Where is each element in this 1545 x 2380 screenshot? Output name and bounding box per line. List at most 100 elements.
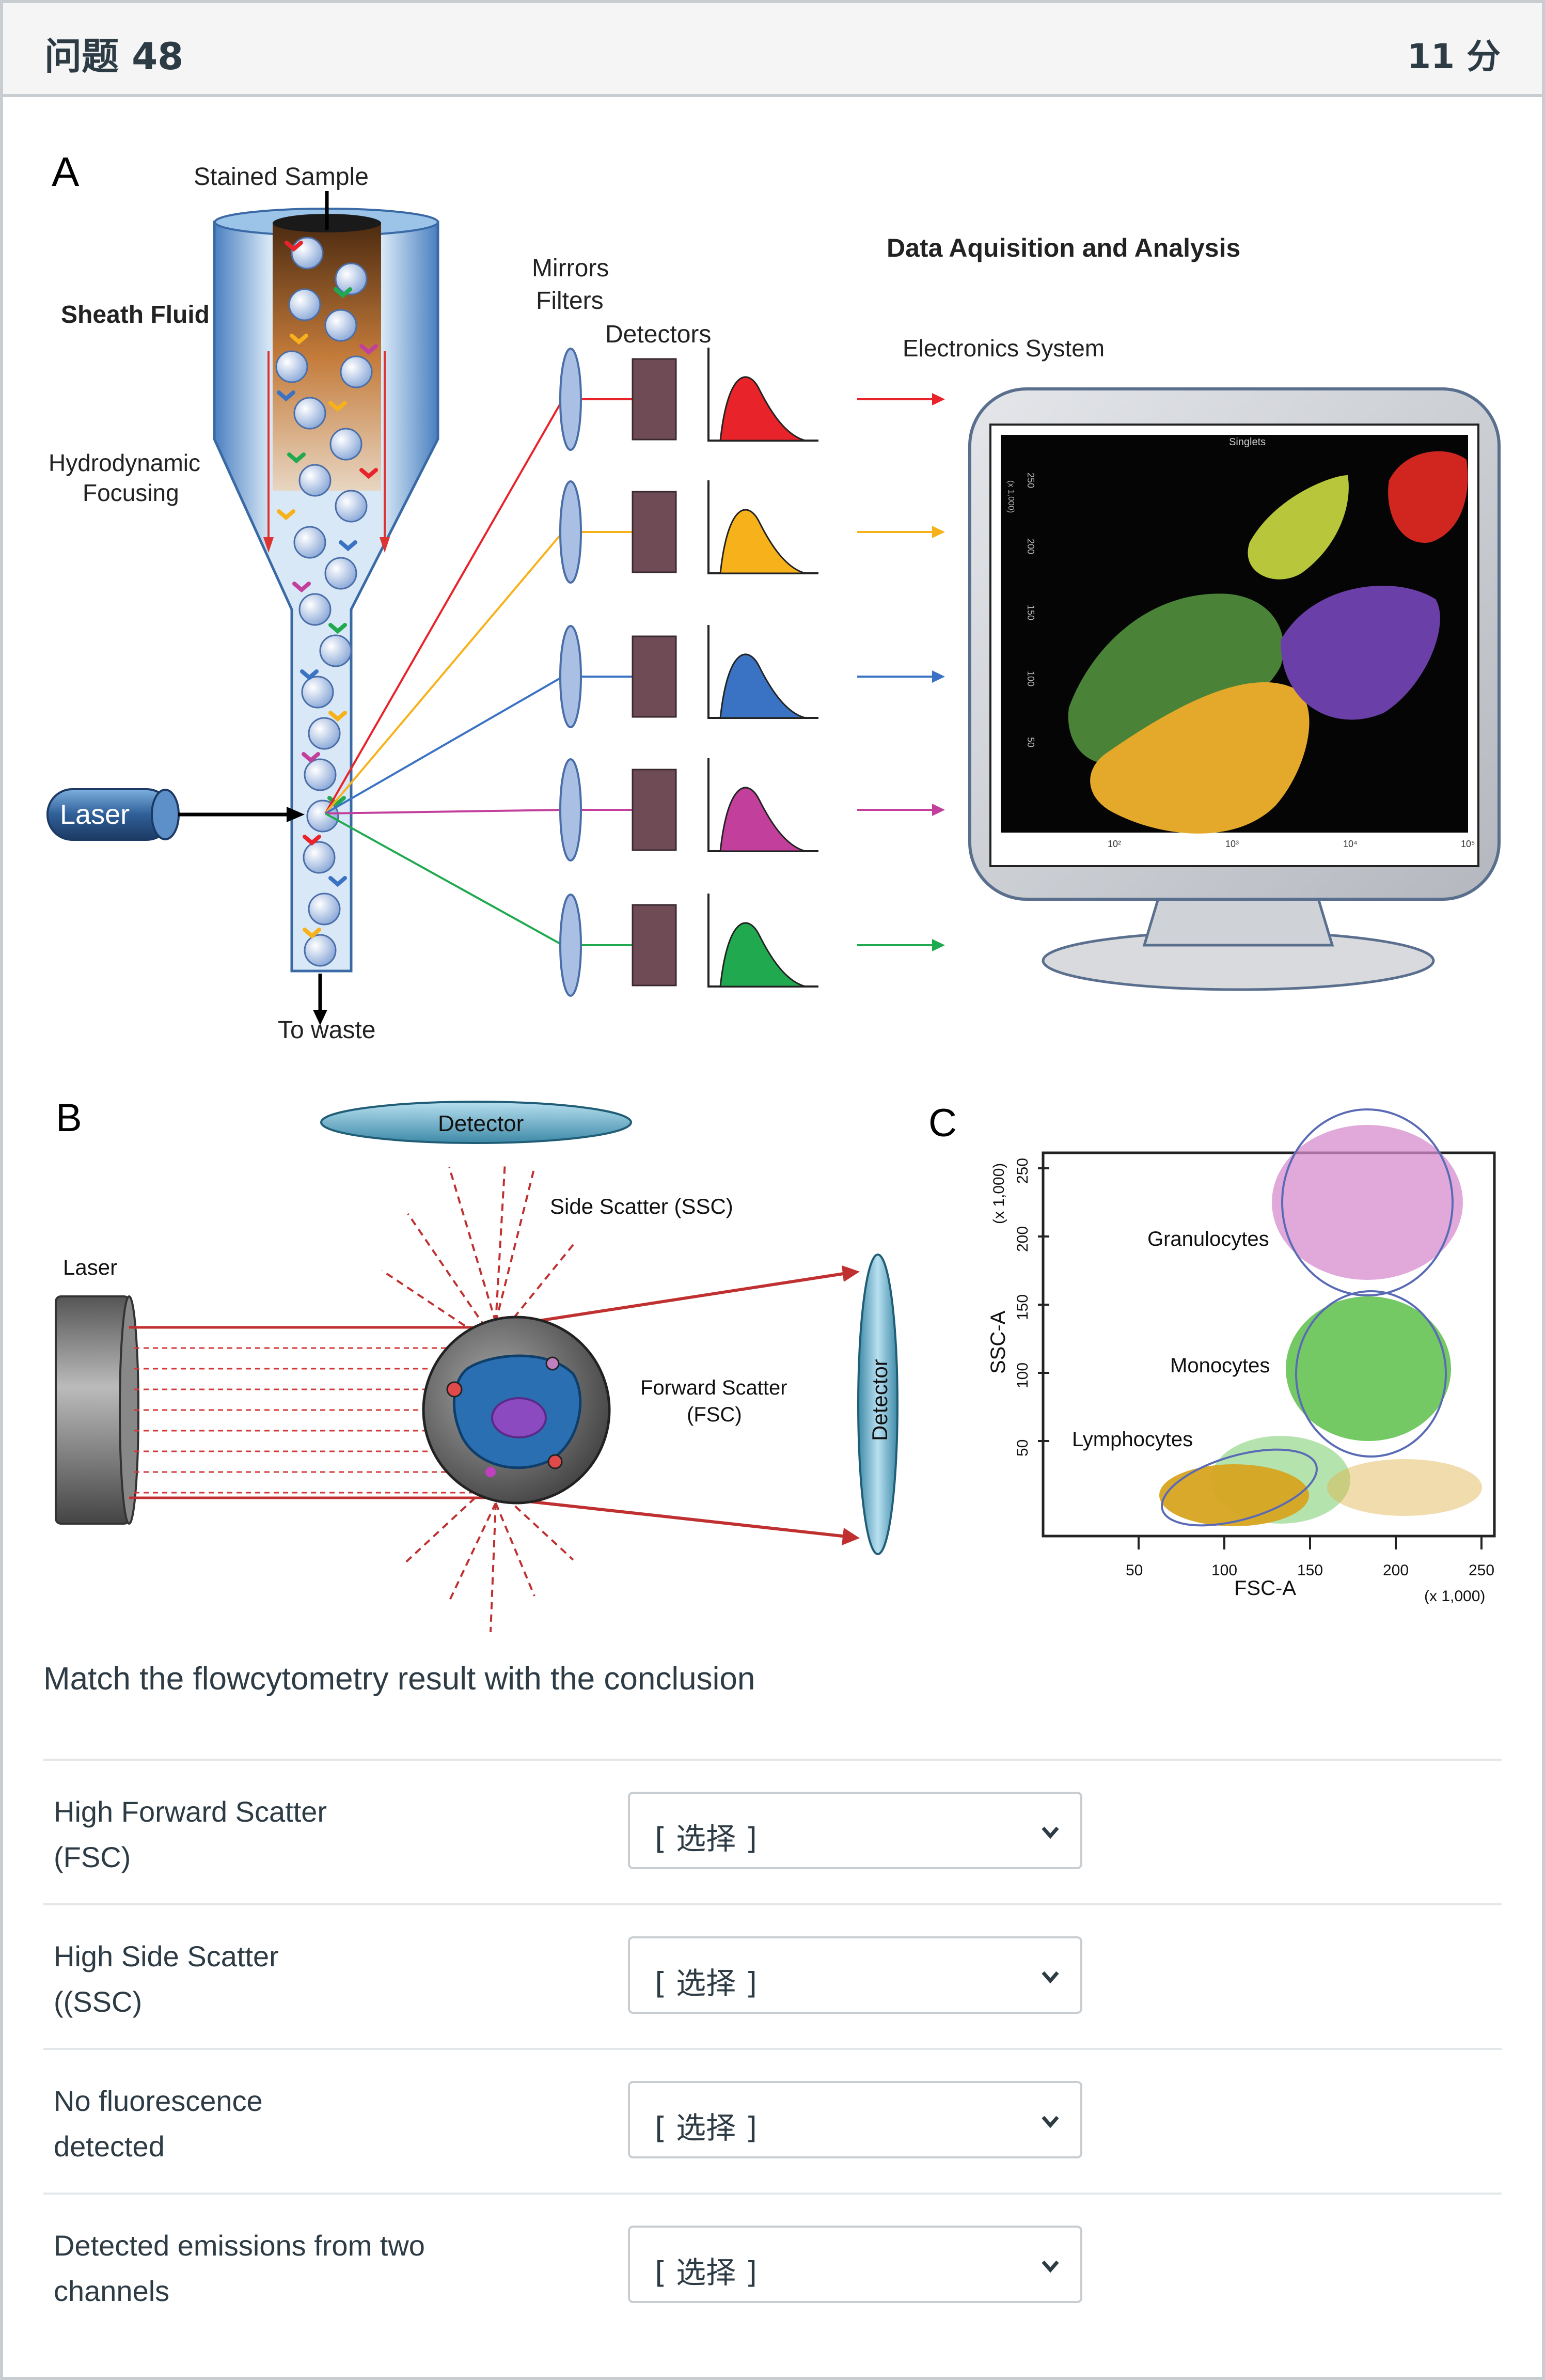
plot-x-tick: 10³ — [1225, 839, 1239, 849]
answer-select[interactable]: [ 选择 ] — [628, 1792, 1082, 1869]
match-label-line1: High Side Scatter — [54, 1940, 279, 1972]
detector-top-label: Detector — [438, 1111, 524, 1136]
cell-diagram — [422, 1316, 611, 1505]
mirror-lens — [559, 758, 582, 862]
laser-source — [46, 788, 305, 841]
y-unit-label: (x 1,000) — [990, 1163, 1007, 1224]
monocytes-label: Monocytes — [1170, 1354, 1270, 1377]
hydrodynamic-label: Hydrodynamic — [49, 449, 200, 476]
mirror-lens — [559, 625, 582, 728]
plot-x-tick: 10² — [1108, 839, 1121, 849]
match-label: High Forward Scatter (FSC) — [54, 1789, 518, 1880]
answer-select[interactable]: [ 选择 ] — [628, 2081, 1082, 2158]
scatter-x-tick: 150 — [1297, 1562, 1323, 1579]
question-prompt: Match the flowcytometry result with the … — [43, 1661, 755, 1697]
chevron-down-icon — [1042, 1971, 1059, 1984]
plot-y-tick: 100 — [1026, 671, 1036, 686]
forward-scatter-rays — [495, 1272, 847, 1538]
lymphocytes-label: Lymphocytes — [1072, 1428, 1193, 1451]
scatter-x-tick: 100 — [1211, 1562, 1237, 1579]
ssc-label: Side Scatter (SSC) — [550, 1194, 733, 1218]
sheath-fluid-label: Sheath Fluid — [61, 301, 210, 328]
emission-rays — [324, 399, 564, 946]
flow-cytometry-figure: A Stained Sample Sheath Fluid Hydrodynam… — [46, 149, 1501, 1633]
laser-label: Laser — [60, 799, 130, 830]
x-unit-label: (x 1,000) — [1424, 1588, 1485, 1605]
match-row-no-fluorescence: No fluorescence detected [ 选择 ] — [43, 2048, 1502, 2193]
detector-channel — [559, 625, 945, 728]
mirrors-label: Mirrors — [532, 255, 609, 282]
side-scatter-rays — [381, 1162, 574, 1633]
chevron-down-icon — [1042, 2116, 1059, 2128]
detector-channel — [559, 480, 945, 584]
singlets-blobs — [1068, 451, 1468, 834]
to-waste-label: To waste — [278, 1016, 375, 1044]
fsc-label-2: (FSC) — [687, 1403, 742, 1426]
plot-y-tick: 50 — [1026, 737, 1036, 747]
granulocytes-label: Granulocytes — [1147, 1228, 1269, 1250]
match-row-ssc: High Side Scatter ((SSC) [ 选择 ] — [43, 1903, 1502, 2048]
scatter-x-tick: 50 — [1126, 1562, 1143, 1579]
scatter-y-tick: 200 — [1014, 1226, 1031, 1252]
filter-block — [632, 491, 677, 573]
filter-block — [632, 635, 677, 718]
panel-a-label: A — [52, 149, 80, 195]
question-title: 问题 48 — [44, 35, 184, 78]
match-row-two-channels: Detected emissions from two channels [ 选… — [43, 2193, 1502, 2337]
chevron-down-icon — [1042, 2260, 1059, 2273]
select-value: [ 选择 ] — [655, 1821, 758, 1856]
laser-cylinder — [55, 1295, 139, 1525]
detector-right-label: Detector — [868, 1359, 892, 1441]
ssc-a-label: SSC-A — [987, 1310, 1010, 1374]
filters-label: Filters — [536, 287, 604, 315]
panel-b-label: B — [56, 1096, 82, 1140]
plot-y-tick: 250 — [1026, 473, 1036, 488]
side-detector — [320, 1101, 632, 1144]
histogram-peak — [719, 922, 806, 988]
plot-y-tick: 150 — [1026, 605, 1036, 620]
mirror-lens — [559, 480, 582, 584]
plot-y-tick: 200 — [1026, 539, 1036, 554]
match-label-line2: detected — [54, 2130, 165, 2163]
mirror-lens — [559, 348, 582, 451]
detector-channel — [559, 894, 945, 997]
filter-block — [632, 769, 677, 851]
focusing-label: Focusing — [83, 479, 179, 506]
histogram-peak — [719, 509, 806, 574]
match-label-line2: (FSC) — [54, 1841, 131, 1873]
match-label-line2: ((SSC) — [54, 1985, 143, 2018]
match-label: Detected emissions from two channels — [54, 2223, 518, 2314]
data-acquisition-title: Data Aquisition and Analysis — [887, 233, 1240, 262]
panel-c-label: C — [928, 1101, 957, 1145]
detector-channel — [559, 348, 945, 451]
answer-select[interactable]: [ 选择 ] — [628, 1936, 1082, 2014]
select-value: [ 选择 ] — [655, 2255, 758, 2290]
filter-block — [632, 358, 677, 441]
flow-nozzle — [213, 191, 439, 1025]
scatter-y-tick: 50 — [1014, 1439, 1031, 1457]
answer-select[interactable]: [ 选择 ] — [628, 2226, 1082, 2303]
match-label-line1: Detected emissions from two — [54, 2229, 425, 2262]
detectors-label: Detectors — [605, 321, 711, 348]
forward-detector — [857, 1254, 898, 1555]
scatter-x-tick: 250 — [1469, 1562, 1494, 1579]
match-label: High Side Scatter ((SSC) — [54, 1934, 518, 2025]
fsc-label: Forward Scatter — [640, 1376, 787, 1399]
select-value: [ 选择 ] — [655, 2110, 758, 2146]
question-points: 11 分 — [1407, 37, 1501, 76]
match-label-line1: No fluorescence — [54, 2085, 263, 2117]
histogram-peak — [719, 376, 806, 442]
plot-x-tick: 10⁴ — [1343, 839, 1358, 849]
scatter-y-tick: 150 — [1014, 1294, 1031, 1320]
select-value: [ 选择 ] — [655, 1966, 758, 2001]
histogram-peak — [719, 787, 806, 852]
scatter-y-tick: 100 — [1014, 1363, 1031, 1388]
plot-title: Singlets — [1229, 436, 1266, 448]
fsc-a-label: FSC-A — [1234, 1577, 1296, 1600]
plot-y-ticks: 250 200 150 100 50 — [1026, 473, 1036, 747]
histogram-peak — [719, 653, 806, 719]
filter-block — [632, 904, 677, 987]
match-row-fsc: High Forward Scatter (FSC) [ 选择 ] — [43, 1759, 1502, 1903]
